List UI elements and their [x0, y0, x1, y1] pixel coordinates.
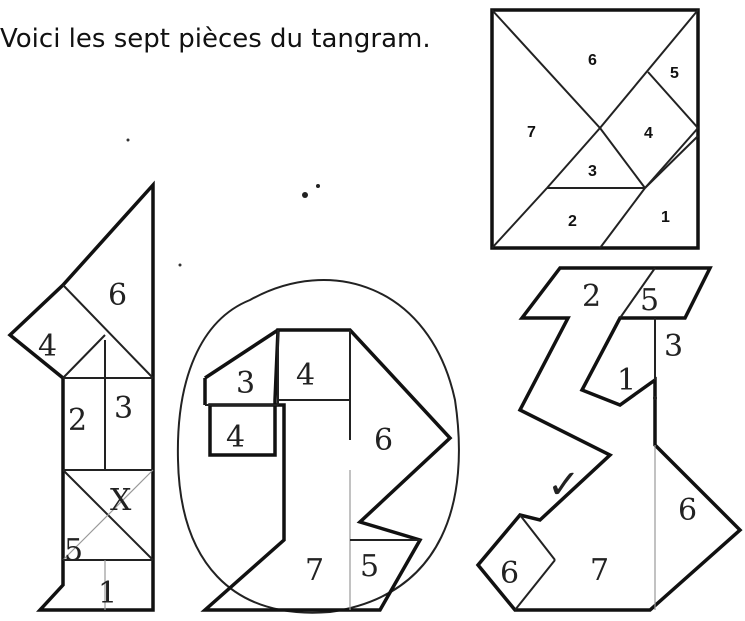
reference-diagonal-1: [492, 10, 600, 128]
figure-three-line-d: [520, 515, 555, 560]
figure-two-label-4b: 4: [226, 420, 245, 455]
figure-two-label-3: 3: [236, 366, 255, 401]
reference-label-5: 5: [670, 65, 679, 82]
reference-line-2a: [492, 188, 547, 248]
reference-label-6: 6: [588, 52, 597, 69]
speck-1: [302, 192, 308, 198]
figure-three-label-3: 3: [664, 329, 683, 364]
reference-line-2b: [600, 188, 645, 248]
figure-three-label-7: 7: [590, 553, 609, 588]
figure-three: 2 5 3 1 6 7 6 ✓: [478, 268, 740, 610]
figure-one: 6 4 2 3 X 5 1: [10, 185, 153, 611]
speck-2: [316, 184, 320, 188]
figure-three-label-1: 1: [617, 363, 636, 398]
figure-two: 3 4 4 6 7 5: [178, 280, 459, 613]
speck-4: [179, 264, 182, 267]
reference-label-2: 2: [568, 213, 577, 230]
figure-one-label-2: 2: [68, 403, 87, 438]
figure-three-label-2: 2: [582, 279, 601, 314]
reference-label-4: 4: [644, 125, 653, 142]
reference-label-3: 3: [588, 163, 597, 180]
speck-3: [127, 139, 130, 142]
figure-two-label-4a: 4: [296, 358, 315, 393]
figure-two-label-7: 7: [305, 553, 324, 588]
figure-one-label-x: X: [110, 483, 132, 518]
figure-one-line-b: [63, 335, 105, 378]
reference-line-1: [645, 136, 698, 188]
figure-one-label-5: 5: [64, 533, 83, 568]
speck-5: [653, 396, 657, 400]
figure-three-label-6b: 6: [500, 556, 519, 591]
reference-label-7: 7: [527, 124, 536, 141]
figure-one-label-6: 6: [108, 278, 127, 313]
figure-three-label-6a: 6: [678, 493, 697, 528]
figure-one-label-4: 4: [38, 329, 57, 364]
reference-label-1: 1: [661, 209, 670, 226]
reference-tangram: 6 5 7 4 3 2 1: [492, 10, 698, 248]
figure-two-label-6: 6: [374, 423, 393, 458]
figure-one-label-3: 3: [114, 391, 133, 426]
reference-line-3a: [600, 128, 645, 188]
figure-three-check-mark: ✓: [547, 462, 581, 508]
figure-one-label-1: 1: [98, 576, 117, 611]
figure-two-label-5: 5: [360, 549, 379, 584]
figure-three-label-5: 5: [640, 283, 659, 318]
figure-three-line-e: [515, 560, 555, 610]
